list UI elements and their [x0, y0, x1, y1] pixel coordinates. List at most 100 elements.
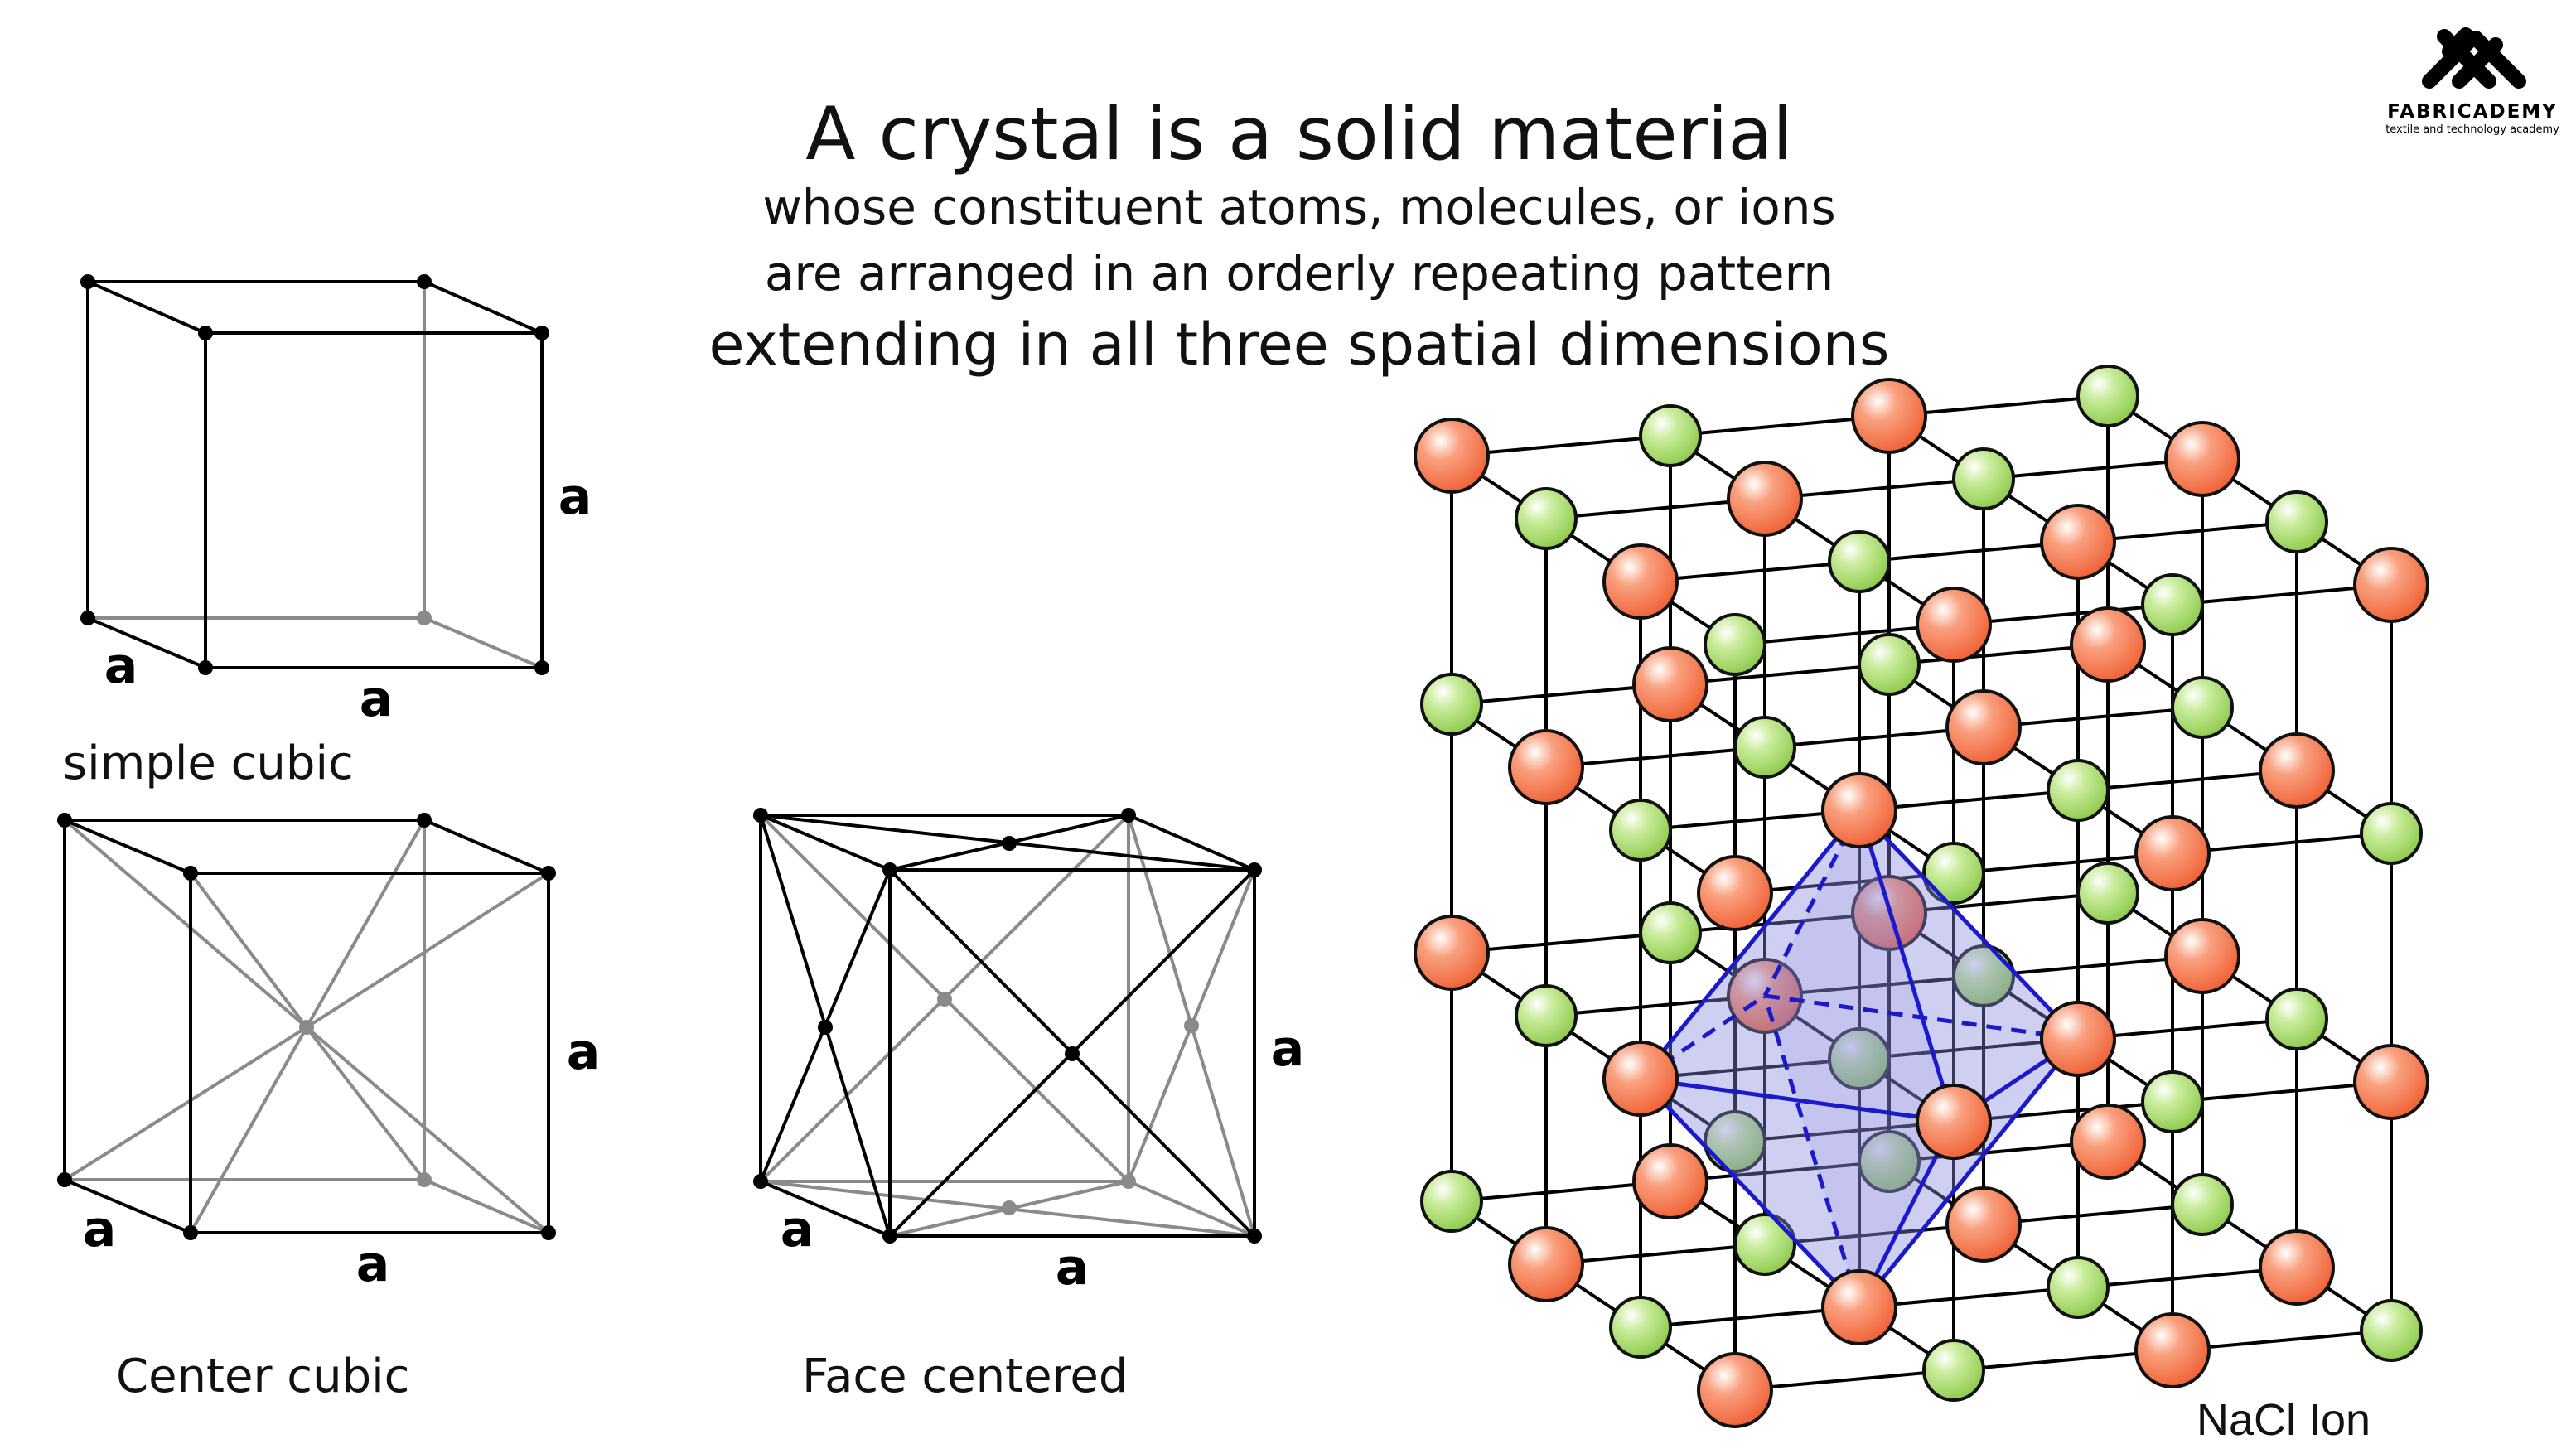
edge-label-a: a: [1271, 1020, 1305, 1078]
sodium-atom: [2164, 918, 2240, 994]
chloride-atom: [2360, 802, 2423, 865]
sodium-atom: [2040, 1001, 2116, 1077]
octahedron-edge: [1858, 809, 2080, 1041]
logo-tagline: textile and technology academy: [2385, 123, 2559, 136]
octahedron-edge: [1640, 1076, 1955, 1124]
edge-label-a: a: [1056, 1239, 1090, 1297]
octahedron-face: [1765, 810, 1954, 1307]
lattice-bond: [1887, 1160, 2174, 1352]
center-cubic-diagram: a a a Center cubic: [57, 813, 600, 1403]
octahedron-edge: [1857, 809, 1956, 1123]
lattice-bond: [1887, 911, 2174, 1104]
sodium-atom: [1727, 461, 1803, 537]
lattice-bond: [1545, 457, 2203, 520]
lattice-bond: [2106, 394, 2393, 587]
chloride-atom: [1952, 447, 2015, 510]
title-line-3: are arranged in an orderly repeating pat…: [765, 245, 1834, 302]
lattice-bond: [2106, 891, 2393, 1084]
sodium-atom: [1697, 855, 1773, 931]
center-cubic-caption: Center cubic: [116, 1350, 409, 1403]
chloride-atom: [2265, 490, 2328, 553]
sodium-atom: [1508, 729, 1584, 805]
face-centered-caption: Face centered: [802, 1350, 1128, 1403]
chloride-atom: [1858, 1130, 1921, 1193]
sodium-atom: [1632, 646, 1708, 722]
chloride-atom: [1952, 944, 2015, 1007]
chloride-atom: [1704, 1110, 1766, 1173]
sodium-atom: [1851, 378, 1927, 454]
chloride-atom: [1828, 1027, 1891, 1090]
octahedron-hidden-edge: [1762, 995, 1862, 1308]
face-centered-diagram: a a a Face centered: [753, 808, 1304, 1403]
octahedron-edge: [1639, 1077, 1861, 1309]
sodium-atom: [2353, 1044, 2429, 1120]
lattice-bond: [1450, 454, 1737, 646]
chloride-atom: [1420, 673, 1483, 736]
edge-label-a: a: [356, 1235, 390, 1293]
sodium-atom: [1602, 1041, 1679, 1117]
lattice-bond: [1451, 643, 2109, 706]
lattice-bond: [2106, 643, 2393, 835]
nacl-caption: NaCl Ion: [2197, 1395, 2371, 1444]
lattice-bond: [1734, 1329, 2392, 1392]
sodium-atom: [1945, 1186, 2022, 1263]
edge-label-a: a: [360, 670, 394, 728]
octahedron-face: [1641, 810, 2078, 1307]
lattice-bond: [1640, 520, 2298, 583]
chloride-atom: [1733, 716, 1796, 779]
chloride-atom: [2076, 365, 2139, 427]
lattice-bond: [2106, 1140, 2393, 1332]
chloride-atom: [2171, 676, 2234, 739]
simple-cubic-caption: simple cubic: [63, 736, 354, 790]
sodium-atom: [2070, 606, 2146, 683]
edge-label-a: a: [781, 1200, 814, 1258]
title-line-4: extending in all three spatial dimension…: [709, 311, 1890, 379]
lattice-bond: [1545, 1203, 2203, 1266]
sodium-atom: [2040, 504, 2116, 580]
sodium-atom: [1821, 772, 1897, 848]
edge-label-a: a: [558, 468, 592, 526]
chloride-atom: [1704, 613, 1766, 676]
title-heading: A crystal is a solid material: [805, 91, 1792, 176]
simple-cubic-diagram: a a a simple cubic: [63, 274, 592, 790]
sodium-atom: [2070, 1104, 2146, 1180]
lattice-bond: [1545, 954, 2203, 1017]
chloride-atom: [2141, 1070, 2204, 1133]
sodium-atom: [2134, 1312, 2211, 1388]
sodium-atom: [1916, 1084, 1992, 1160]
lattice-bond: [1669, 683, 1955, 875]
lattice-bond: [1450, 703, 1737, 895]
logo-name: FABRICADEMY: [2387, 101, 2558, 123]
lattice-bond: [1640, 769, 2298, 832]
chloride-atom: [2141, 573, 2204, 636]
lattice-bond: [1887, 663, 2174, 855]
chloride-atom: [2360, 1299, 2423, 1362]
sodium-atom: [2134, 815, 2211, 891]
lattice-bond: [1887, 414, 2174, 606]
sodium-atom: [2353, 547, 2429, 623]
chloride-atom: [1609, 1296, 1672, 1359]
sodium-atom: [1508, 1226, 1584, 1302]
sodium-atom: [1414, 915, 1490, 991]
chloride-atom: [2047, 759, 2110, 822]
chloride-atom: [2265, 988, 2328, 1050]
sodium-atom: [1916, 587, 1992, 663]
lattice-bond: [1450, 951, 1737, 1143]
chloride-atom: [1922, 842, 1985, 905]
sodium-atom: [1697, 1352, 1773, 1428]
lattice-bond: [1545, 706, 2203, 769]
chloride-atom: [1639, 404, 1702, 467]
sodium-atom: [1632, 1143, 1708, 1219]
sodium-atom: [2259, 1229, 2335, 1306]
octahedron-edge: [1639, 809, 1861, 1080]
lattice-bond: [1669, 434, 1955, 626]
lattice-bond: [1734, 832, 2392, 895]
lattice-bond: [1450, 1200, 1737, 1392]
chloride-atom: [2047, 1256, 2110, 1319]
chloride-atom: [1609, 799, 1672, 862]
chloride-atom: [1828, 530, 1891, 593]
nacl-lattice: [1414, 365, 2429, 1428]
sodium-atom: [1414, 418, 1490, 494]
edge-label-a: a: [567, 1023, 601, 1081]
title-line-2: whose constituent atoms, molecules, or i…: [762, 179, 1835, 235]
